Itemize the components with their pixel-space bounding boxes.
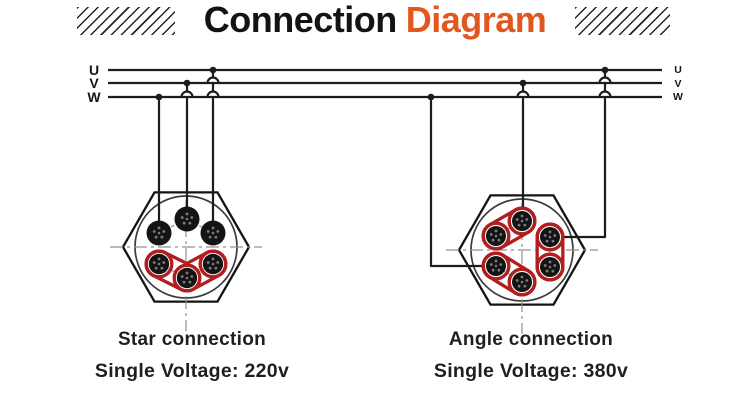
angle-connection-diagram (429, 70, 612, 334)
star-wire-v (180, 83, 194, 219)
hatch-decoration-right (575, 7, 670, 35)
bus-label-v-right: V (674, 78, 682, 90)
angle-caption: Angle connection (448, 329, 614, 350)
star-terminals (146, 206, 226, 289)
bus-label-w-left: W (87, 88, 101, 105)
angle-wire-w (429, 97, 496, 268)
angle-terminals (486, 211, 560, 292)
power-bus (108, 66, 662, 101)
bus-label-u-left: U (88, 61, 100, 78)
star-wire-u (206, 70, 220, 233)
star-connection-diagram (110, 70, 262, 331)
angle-voltage: Single Voltage: 380v (433, 360, 629, 382)
bus-label-w-right: W (673, 91, 683, 103)
star-caption: Star connection (117, 329, 267, 350)
hatch-decoration-left (77, 7, 175, 35)
star-voltage: Single Voltage: 220v (94, 360, 290, 382)
bus-label-u-right: U (674, 64, 682, 76)
angle-wire-v (516, 83, 530, 221)
bus-label-v-left: V (89, 74, 99, 91)
angle-wire-u (550, 70, 612, 239)
title-word-diagram: Diagram (405, 0, 547, 40)
title-word-connection: Connection (203, 0, 397, 40)
